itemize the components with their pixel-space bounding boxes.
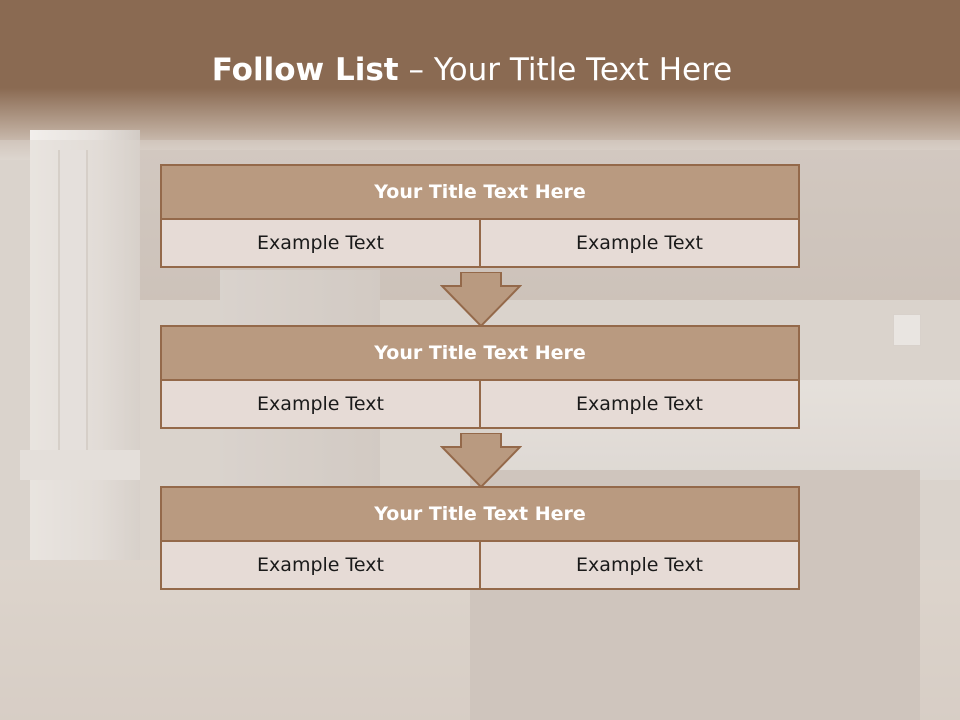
block-title: Your Title Text Here xyxy=(160,486,800,542)
window-pane xyxy=(58,150,88,450)
block-title: Your Title Text Here xyxy=(160,325,800,381)
block-cell-right: Example Text xyxy=(479,220,798,266)
flow-block-3: Your Title Text Here Example Text Exampl… xyxy=(160,486,800,590)
block-row: Example Text Example Text xyxy=(160,220,800,268)
block-cell-right: Example Text xyxy=(479,542,798,588)
block-row: Example Text Example Text xyxy=(160,542,800,590)
block-title: Your Title Text Here xyxy=(160,164,800,220)
down-arrow-icon xyxy=(440,433,522,489)
slide-title: Follow List – Your Title Text Here xyxy=(0,52,944,88)
flow-block-2: Your Title Text Here Example Text Exampl… xyxy=(160,325,800,429)
flow-block-1: Your Title Text Here Example Text Exampl… xyxy=(160,164,800,268)
block-row: Example Text Example Text xyxy=(160,381,800,429)
slide-title-rest: – Your Title Text Here xyxy=(398,52,733,88)
block-cell-right: Example Text xyxy=(479,381,798,427)
block-cell-left: Example Text xyxy=(257,232,384,254)
slide-title-bold: Follow List xyxy=(211,52,399,88)
window-sill xyxy=(20,450,140,480)
down-arrow-icon xyxy=(440,272,522,328)
block-cell-left: Example Text xyxy=(257,554,384,576)
block-cell-left: Example Text xyxy=(257,393,384,415)
wall-outlet xyxy=(893,314,921,346)
ceiling-band xyxy=(0,0,960,160)
